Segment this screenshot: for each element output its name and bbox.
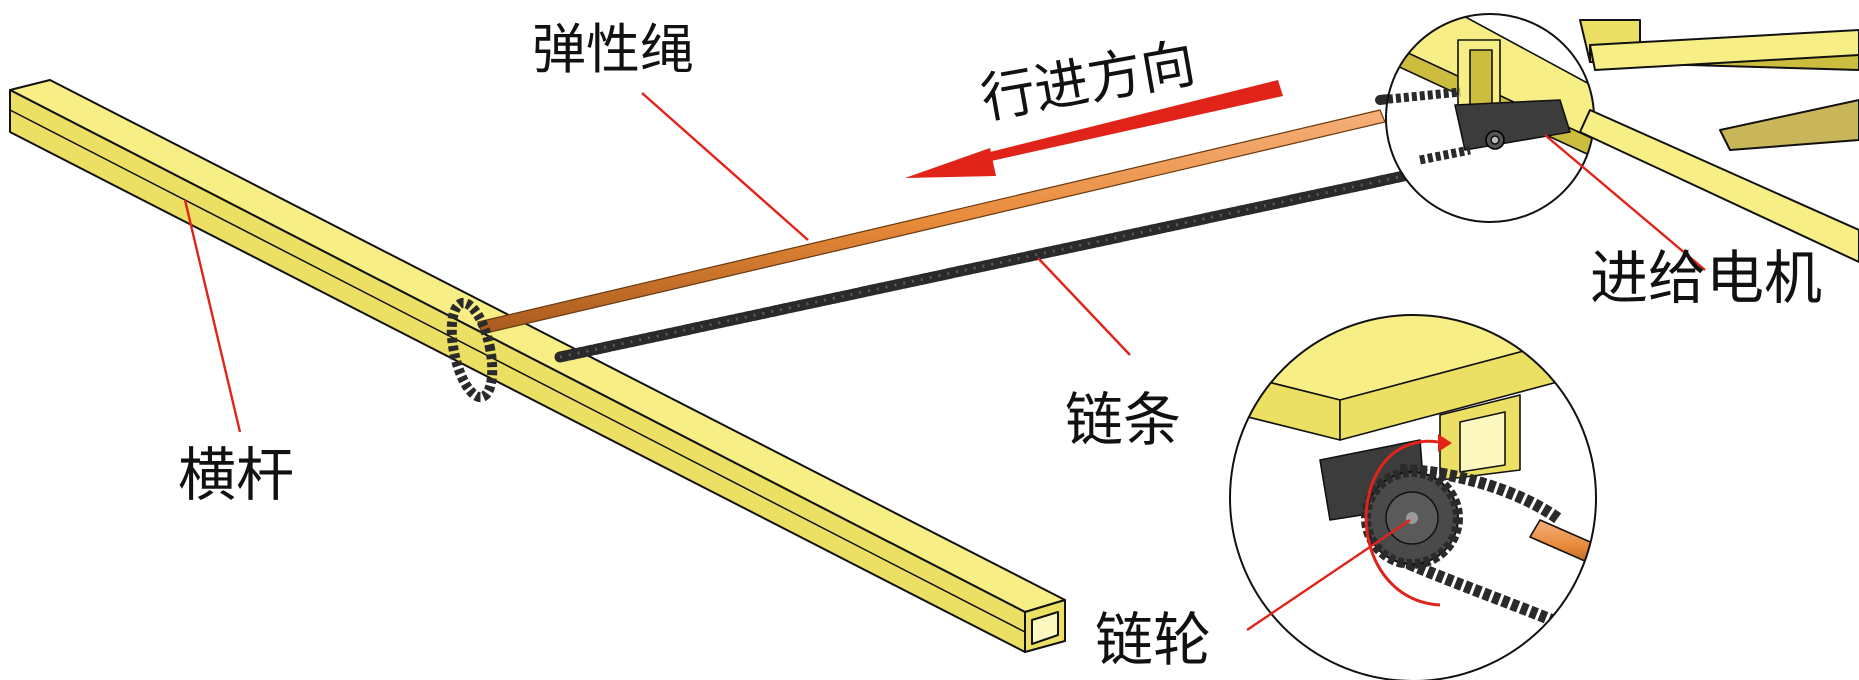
leader-chain (1037, 257, 1131, 356)
crossbar-beam (9, 79, 1066, 653)
curved-arrow-icon (1364, 434, 1452, 607)
leader-feed-motor (1544, 134, 1706, 271)
frame-beams-top-right (1579, 19, 1859, 263)
leader-lines (183, 92, 1706, 631)
crossbar-edge-line (9, 109, 1026, 633)
crossbar-end-hole (1031, 611, 1059, 645)
label-crossbar: 横杆 (178, 441, 294, 509)
leader-sprocket (1246, 519, 1411, 631)
elastic-rope (477, 109, 1386, 335)
chain-loop-at-crossbar (446, 297, 498, 403)
label-elastic-rope: 弹性绳 (532, 18, 694, 81)
label-sprocket: 链轮 (1095, 606, 1211, 674)
leader-elastic-rope (641, 92, 809, 241)
sprocket-detail-view (1229, 314, 1597, 680)
leader-crossbar (183, 199, 242, 433)
sprocket-wheel (1361, 467, 1463, 569)
label-chain: 链条 (1065, 386, 1181, 454)
label-feed-motor: 进给电机 (1590, 244, 1822, 312)
chain-lower (554, 159, 1461, 363)
motor-detail-view (1385, 13, 1595, 223)
crossbar-top-face (9, 79, 1066, 613)
arrow-left-icon (905, 80, 1283, 178)
